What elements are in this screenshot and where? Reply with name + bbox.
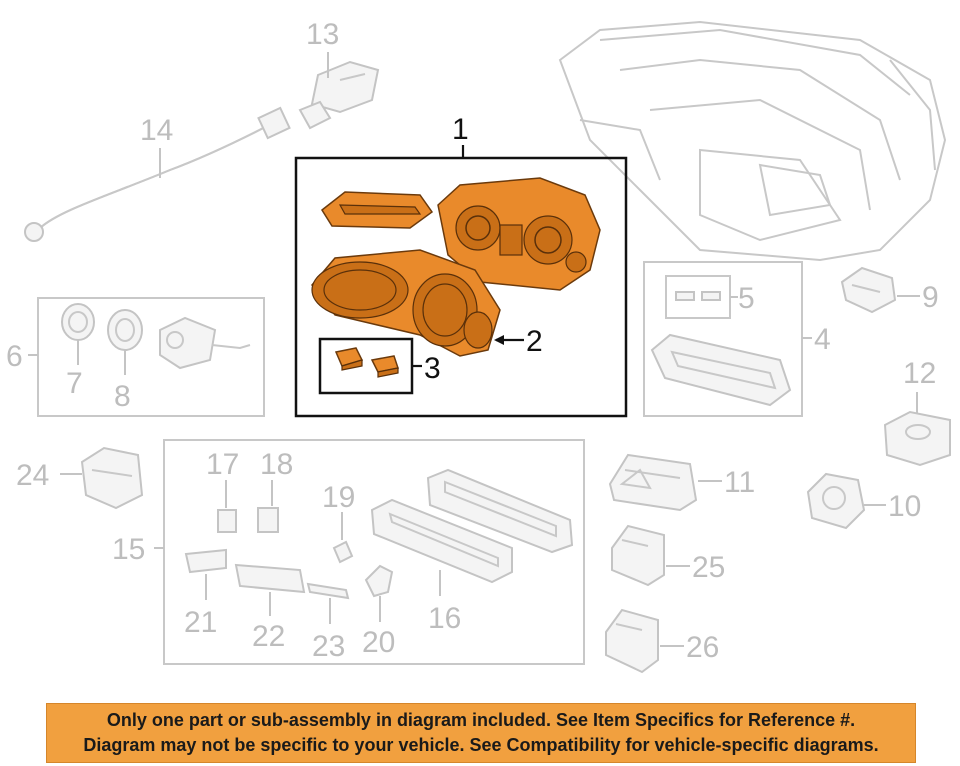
callout-16: 16 [428,602,461,635]
callout-12: 12 [903,357,936,390]
callout-6: 6 [6,340,23,373]
part-19-clip [332,540,354,564]
part-21-bracket [184,548,227,574]
part-18-switch [257,507,279,533]
callout-17: 17 [206,448,239,481]
part-22-bracket [234,563,306,594]
part-25-switch [611,524,665,587]
part-24-module [80,446,144,510]
callout-23: 23 [312,630,345,663]
disclaimer-banner: Only one part or sub-assembly in diagram… [46,703,916,763]
callout-11: 11 [724,466,755,499]
callout-19: 19 [322,481,355,514]
callout-7: 7 [66,367,83,400]
part-14-conduit [24,106,291,242]
callout-26: 26 [686,631,719,664]
part-9-switch [840,266,897,314]
callout-15: 15 [112,533,145,566]
part-3-clips [334,347,399,378]
group-box-6 [37,297,265,417]
callout-20: 20 [362,626,395,659]
part-26-switch [605,608,659,674]
callout-2: 2 [526,325,543,358]
part-11-switch-panel [608,453,698,512]
part-1-cluster-top-cover [321,191,434,229]
callout-22: 22 [252,620,285,653]
part-8-ring [107,309,143,351]
callout-10: 10 [888,490,921,523]
part-17-switch [217,509,237,533]
disclaimer-line-1: Only one part or sub-assembly in diagram… [106,710,856,730]
callout-1: 1 [452,113,469,146]
group-box-3 [318,337,414,395]
part-10-knob-switch [806,472,866,530]
part-5-clips [675,291,721,301]
disclaimer-line-2: Diagram may not be specific to your vehi… [83,735,879,755]
part-6-switch-body [159,316,251,370]
callout-25: 25 [692,551,725,584]
dashboard-outline [558,20,947,262]
callout-5: 5 [738,282,755,315]
callout-21: 21 [184,606,217,639]
part-7-switch [61,303,95,341]
part-20-clip [364,564,394,598]
part-16-display-unit [370,468,574,584]
callout-3: 3 [424,352,441,385]
callout-14: 14 [140,114,173,147]
parts-diagram: 13 14 6 7 8 1 [6,18,951,674]
group-box-1 [294,156,628,418]
callout-8: 8 [114,380,131,413]
callout-24: 24 [16,459,49,492]
callout-18: 18 [260,448,293,481]
part-23-strip [306,582,350,600]
group-box-15 [163,439,585,665]
callout-4: 4 [814,323,831,356]
part-13-sensor [298,60,380,130]
callout-9: 9 [922,281,939,314]
part-12-socket [883,410,951,467]
part-2-cluster-bezel [311,249,501,357]
part-4-display [650,333,792,407]
part-1-cluster-gauge-panel [437,177,601,291]
callout-13: 13 [306,18,339,51]
